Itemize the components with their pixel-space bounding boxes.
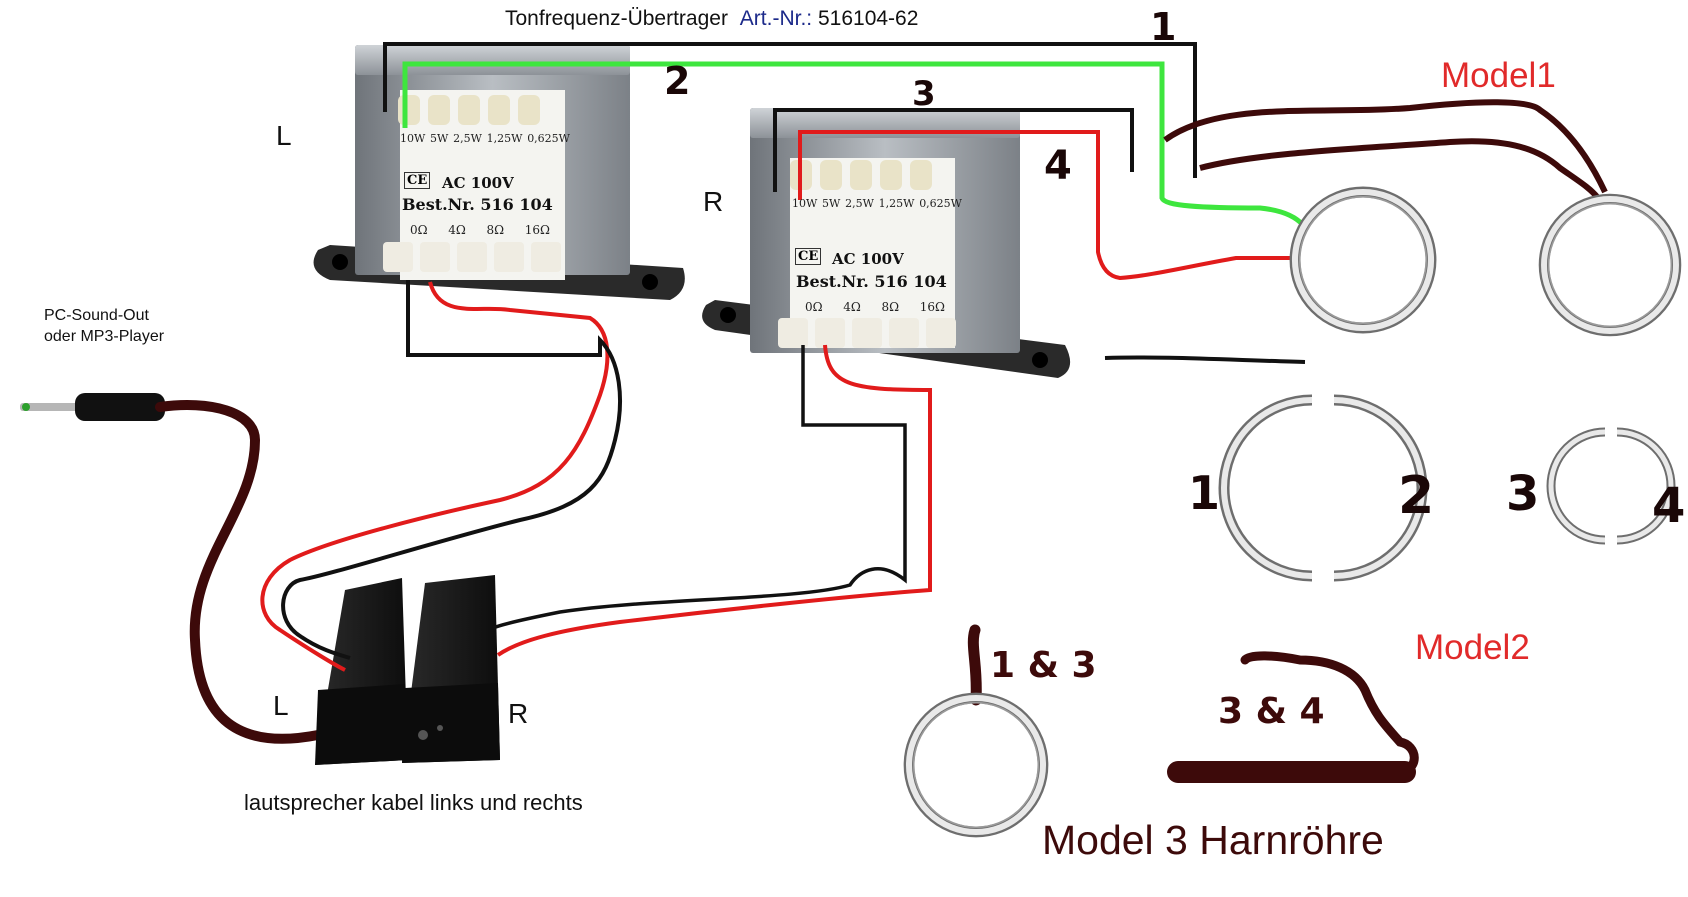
- transformer-right-voltage: AC 100V: [832, 252, 904, 267]
- model3-rod-label: 3 & 4: [1218, 691, 1325, 732]
- model2-num-3: 3: [1506, 466, 1540, 522]
- wire-right-red: [496, 344, 932, 657]
- jack-plug-body: [75, 393, 165, 421]
- mount-hole: [720, 307, 736, 323]
- wire-3-black: [773, 108, 1134, 192]
- speaker-right-label: R: [508, 698, 529, 729]
- model1-ring-left: [1295, 192, 1431, 328]
- source-label: PC-Sound-Out oder MP3-Player: [44, 306, 164, 348]
- transformer-right-order: Best.Nr. 516 104: [796, 274, 947, 290]
- transformer-left-order: Best.Nr. 516 104: [402, 197, 553, 213]
- transformer-left-voltage: AC 100V: [442, 176, 514, 191]
- speaker-left: [315, 578, 408, 765]
- speaker-knob: [418, 730, 428, 740]
- ohm-label: 8Ω: [486, 223, 505, 237]
- ce-mark: CE: [798, 249, 819, 264]
- wire-number-2: 2: [664, 59, 691, 103]
- tap-label: 5W: [822, 197, 841, 210]
- ohm-label: 8Ω: [881, 300, 900, 314]
- ohm-label: 16Ω: [919, 300, 945, 314]
- transformer-right-ohms: 0Ω 4Ω 8Ω 16Ω: [805, 301, 945, 313]
- art-number: 516104-62: [817, 7, 919, 30]
- ohm-label: 4Ω: [448, 223, 466, 237]
- wire-1-black: [383, 42, 1197, 178]
- voltage-text: AC 100V: [832, 250, 904, 268]
- transformer-right-tap-list: 10W 5W 2,5W 1,25W 0,625W: [792, 198, 962, 209]
- ce-mark: CE: [407, 173, 428, 188]
- model2-label: Model2: [1415, 628, 1530, 667]
- mount-hole: [1032, 352, 1048, 368]
- transformer-right-ce: CE: [795, 248, 822, 265]
- tap-label: 5W: [430, 132, 449, 145]
- bottom-terminals: [383, 242, 561, 272]
- ohm-label: 0Ω: [410, 223, 428, 237]
- model1-label: Model1: [1441, 56, 1556, 95]
- wire-2-green: [402, 61, 1305, 227]
- tap-label: 0,625W: [527, 132, 570, 145]
- tap-label: 10W: [792, 197, 818, 210]
- model2-num-1: 1: [1188, 466, 1221, 520]
- speaker-right: [402, 575, 500, 763]
- speaker-left-label: L: [273, 690, 289, 721]
- tap-label: 1,25W: [878, 197, 915, 210]
- tap-label: 10W: [400, 132, 426, 145]
- model3-ring-label: 1 & 3: [990, 645, 1097, 686]
- order-number: Best.Nr. 516 104: [796, 272, 947, 291]
- model2-ring-small: [1546, 427, 1676, 545]
- wire-4-red: [798, 130, 1290, 281]
- tap-label: 2,5W: [845, 197, 874, 210]
- ohm-label: 16Ω: [524, 223, 550, 237]
- speaker-jack: [437, 725, 443, 731]
- mount-hole: [642, 274, 658, 290]
- tap-label: 0,625W: [919, 197, 962, 210]
- model3-rod: [1170, 651, 1419, 777]
- top-terminals: [398, 95, 540, 125]
- mount-hole: [332, 254, 348, 270]
- wire-left-red: [260, 281, 610, 672]
- source-line-2: oder MP3-Player: [44, 327, 165, 345]
- wire-number-1: 1: [1150, 5, 1177, 49]
- wire-right-black: [492, 345, 907, 630]
- model1-wire-b: [1199, 138, 1601, 200]
- jack-tip-mark: [22, 403, 30, 411]
- transformer-right: [702, 108, 1071, 378]
- model3-label: Model 3 Harnröhre: [1042, 817, 1384, 863]
- voltage-text: AC 100V: [442, 174, 514, 192]
- bottom-terminals: [778, 318, 956, 348]
- diagram-title: Tonfrequenz-Übertrager Art.-Nr.: 516104-…: [505, 8, 918, 29]
- wire-number-3: 3: [912, 74, 936, 114]
- speaker-caption: lautsprecher kabel links und rechts: [244, 790, 583, 815]
- dash-line: [1104, 355, 1306, 364]
- source-cable: [155, 400, 323, 744]
- model1-ring-right: [1544, 199, 1676, 331]
- ohm-label: 0Ω: [805, 300, 823, 314]
- model2-num-4: 4: [1652, 478, 1686, 534]
- title-text: Tonfrequenz-Übertrager: [505, 7, 728, 30]
- model3-ring: [909, 698, 1043, 832]
- model2-num-2: 2: [1398, 466, 1435, 526]
- audio-jack: [20, 393, 165, 421]
- ohm-label: 4Ω: [843, 300, 861, 314]
- model3-ring-wire: [967, 624, 982, 706]
- transformer-left: [313, 45, 685, 300]
- transformer-left-side-label: L: [276, 120, 292, 151]
- wire-number-4: 4: [1044, 143, 1072, 189]
- model1-wire-a: [1163, 99, 1608, 194]
- transformer-left-ohms: 0Ω 4Ω 8Ω 16Ω: [410, 224, 550, 236]
- wire-left-black: [281, 280, 622, 660]
- order-number: Best.Nr. 516 104: [402, 195, 553, 214]
- tap-label: 1,25W: [486, 132, 523, 145]
- transformer-right-side-label: R: [703, 186, 724, 217]
- jack-tip: [20, 403, 80, 411]
- transformer-left-ce: CE: [404, 172, 431, 189]
- model2-ring-big: [1218, 394, 1428, 582]
- transformer-top: [355, 45, 630, 75]
- source-line-1: PC-Sound-Out: [44, 307, 149, 324]
- transformer-left-tap-list: 10W 5W 2,5W 1,25W 0,625W: [400, 133, 570, 144]
- top-terminals: [790, 160, 932, 190]
- art-label: Art.-Nr.:: [739, 7, 813, 30]
- tap-label: 2,5W: [453, 132, 482, 145]
